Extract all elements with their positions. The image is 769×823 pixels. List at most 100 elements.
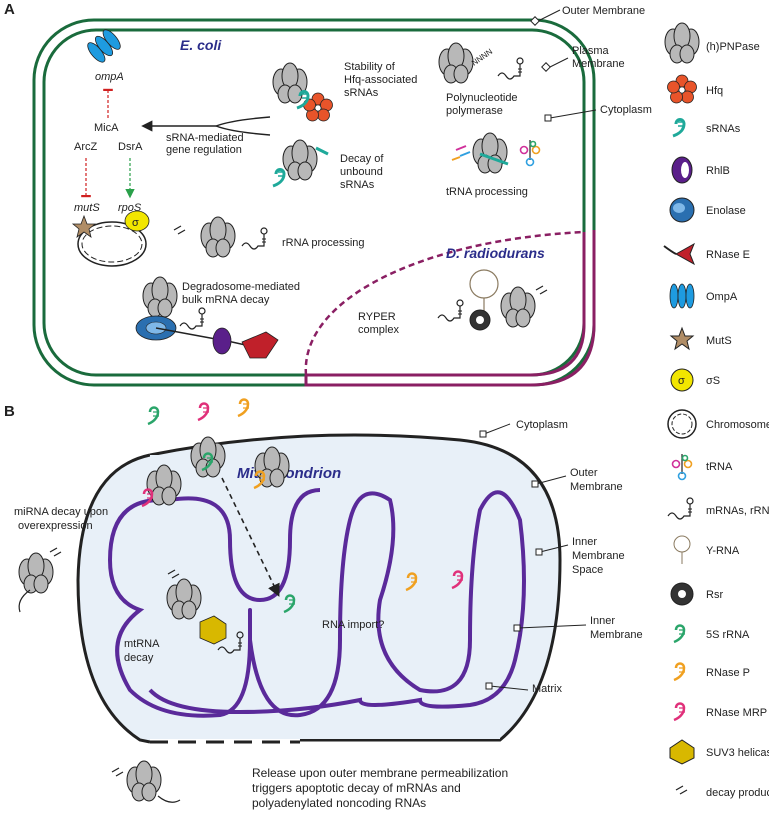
legend-item: RNase E <box>663 242 750 266</box>
pnp-poly-1: Polynucleotide <box>446 92 518 104</box>
rrna-proc: rRNA processing <box>282 237 365 249</box>
hfq-stab-3: sRNAs <box>344 87 379 99</box>
pnpase-poly-icon <box>438 42 474 84</box>
gene-dsra: DsrA <box>118 141 143 153</box>
legend-item: Enolase <box>669 197 746 223</box>
legend-item: RNase MRP <box>672 702 767 722</box>
degradosome-2: bulk mRNA decay <box>182 294 270 306</box>
ryper-2: complex <box>358 324 399 336</box>
legend-label: MutS <box>706 335 732 347</box>
import-arrow <box>221 477 280 597</box>
svg-text:σ: σ <box>678 375 685 387</box>
pnpase-ryper-icon <box>500 286 536 328</box>
rhlb-icon <box>671 156 693 184</box>
mtrna-1: mtRNA <box>124 638 160 650</box>
decay-products-rrna <box>173 225 186 235</box>
legend-label: sRNAs <box>706 123 741 135</box>
legend-label: 5S rRNA <box>706 629 750 641</box>
callout-outer-membrane: Outer Membrane <box>562 5 645 17</box>
trna-fragments <box>451 145 471 161</box>
mrna-ryper-icon <box>437 299 464 322</box>
callout-cytoplasm-b: Cytoplasm <box>516 419 568 431</box>
sigma-symbol: σ <box>132 217 139 229</box>
mtrna-2: decay <box>124 652 154 664</box>
drad-inner-envelope <box>306 232 586 377</box>
legend-item: Rsr <box>670 582 723 606</box>
legend-item: Y-RNA <box>673 535 740 564</box>
ecoli-title: E. coli <box>180 37 222 53</box>
gene-mica: MicA <box>94 122 119 134</box>
pnpase-degr-icon <box>142 276 178 318</box>
legend-item: sRNAs <box>671 118 741 138</box>
callout-outer-1: Outer <box>570 467 598 479</box>
legend-label: tRNA <box>706 461 733 473</box>
legend-item: tRNA <box>671 453 733 481</box>
legend-label: Enolase <box>706 205 746 217</box>
trna-proc-icon <box>519 139 541 167</box>
sigma-s-icon: σ <box>670 368 694 392</box>
callout-plasma-2: Membrane <box>572 58 625 70</box>
release-2: triggers apoptotic decay of mRNAs and <box>252 781 461 795</box>
legend-item: Chromosome <box>667 409 769 439</box>
pnpase-release-icon <box>126 760 162 802</box>
legend-label: Hfq <box>706 85 723 97</box>
callout-inner-2: Membrane <box>590 629 643 641</box>
legend-label: SUV3 helicase <box>706 747 769 759</box>
legend-item: Hfq <box>667 74 723 104</box>
ompa-icon <box>87 29 121 63</box>
legend-label: RNase P <box>706 667 750 679</box>
callout-cytoplasm-a: Cytoplasm <box>600 104 652 116</box>
rnase-p-icon <box>672 662 687 682</box>
hfq-icon <box>667 74 697 104</box>
panel-a-letter: A <box>4 1 15 18</box>
legend-item: OmpA <box>669 283 738 309</box>
drad-envelope <box>304 230 596 387</box>
decay-products-ryper <box>535 285 548 295</box>
muts-icon <box>71 214 97 238</box>
mrna-icon <box>667 497 694 520</box>
suv3-icon-b <box>199 615 227 645</box>
mrna-poly-icon <box>497 57 524 80</box>
5s-rrna-cyto-icon <box>146 406 161 426</box>
decay-unbound-2: unbound <box>340 166 383 178</box>
mrna-degr-icon <box>179 307 206 330</box>
trna-proc: tRNA processing <box>446 186 528 198</box>
callout-ims-1: Inner <box>572 536 597 548</box>
pnpase-hfq-icon <box>272 62 308 104</box>
rna-import-label: RNA import? <box>322 619 384 631</box>
yrna-icon-a <box>469 269 499 318</box>
legend-item: SUV3 helicase <box>669 739 769 765</box>
srna-reg-1: sRNA-mediated <box>166 132 244 144</box>
mirna-1: miRNA decay upon <box>14 506 108 518</box>
srna-unbound-icon <box>271 168 286 188</box>
rhlb-icon-a <box>212 327 232 355</box>
enolase-icon <box>669 197 695 223</box>
callout-matrix: Matrix <box>532 683 562 695</box>
legend-label: decay products <box>706 787 769 799</box>
callout-inner-1: Inner <box>590 615 615 627</box>
legend-item: RhlB <box>671 156 730 184</box>
rsr-icon <box>670 582 694 606</box>
mirna-2: overexpression <box>18 520 93 532</box>
pnpase-icon <box>664 22 700 64</box>
decay-unbound-1: Decay of <box>340 153 384 165</box>
decay-unbound-3: sRNAs <box>340 179 375 191</box>
legend-label: mRNAs, rRNAs <box>706 505 769 517</box>
decay-products-mirna <box>49 547 62 557</box>
pnp-poly-2: polymerase <box>446 105 503 117</box>
pnpase-trna-icon <box>472 132 508 174</box>
decay-products-icon <box>675 785 688 795</box>
panel-b-letter: B <box>4 403 15 420</box>
decay-products-release <box>111 767 124 777</box>
legend-item: (h)PNPase <box>664 22 760 64</box>
trna-icon <box>671 453 693 481</box>
polya-tail: NNNN <box>470 47 494 68</box>
legend-label: (h)PNPase <box>706 41 760 53</box>
inner-membrane-cristae <box>107 490 526 718</box>
rnase-e-icon-a <box>241 331 279 359</box>
srna-reg-2: gene regulation <box>166 144 242 156</box>
hfq-stab-1: Stability of <box>344 61 396 73</box>
hfq-stab-2: Hfq-associated <box>344 74 417 86</box>
